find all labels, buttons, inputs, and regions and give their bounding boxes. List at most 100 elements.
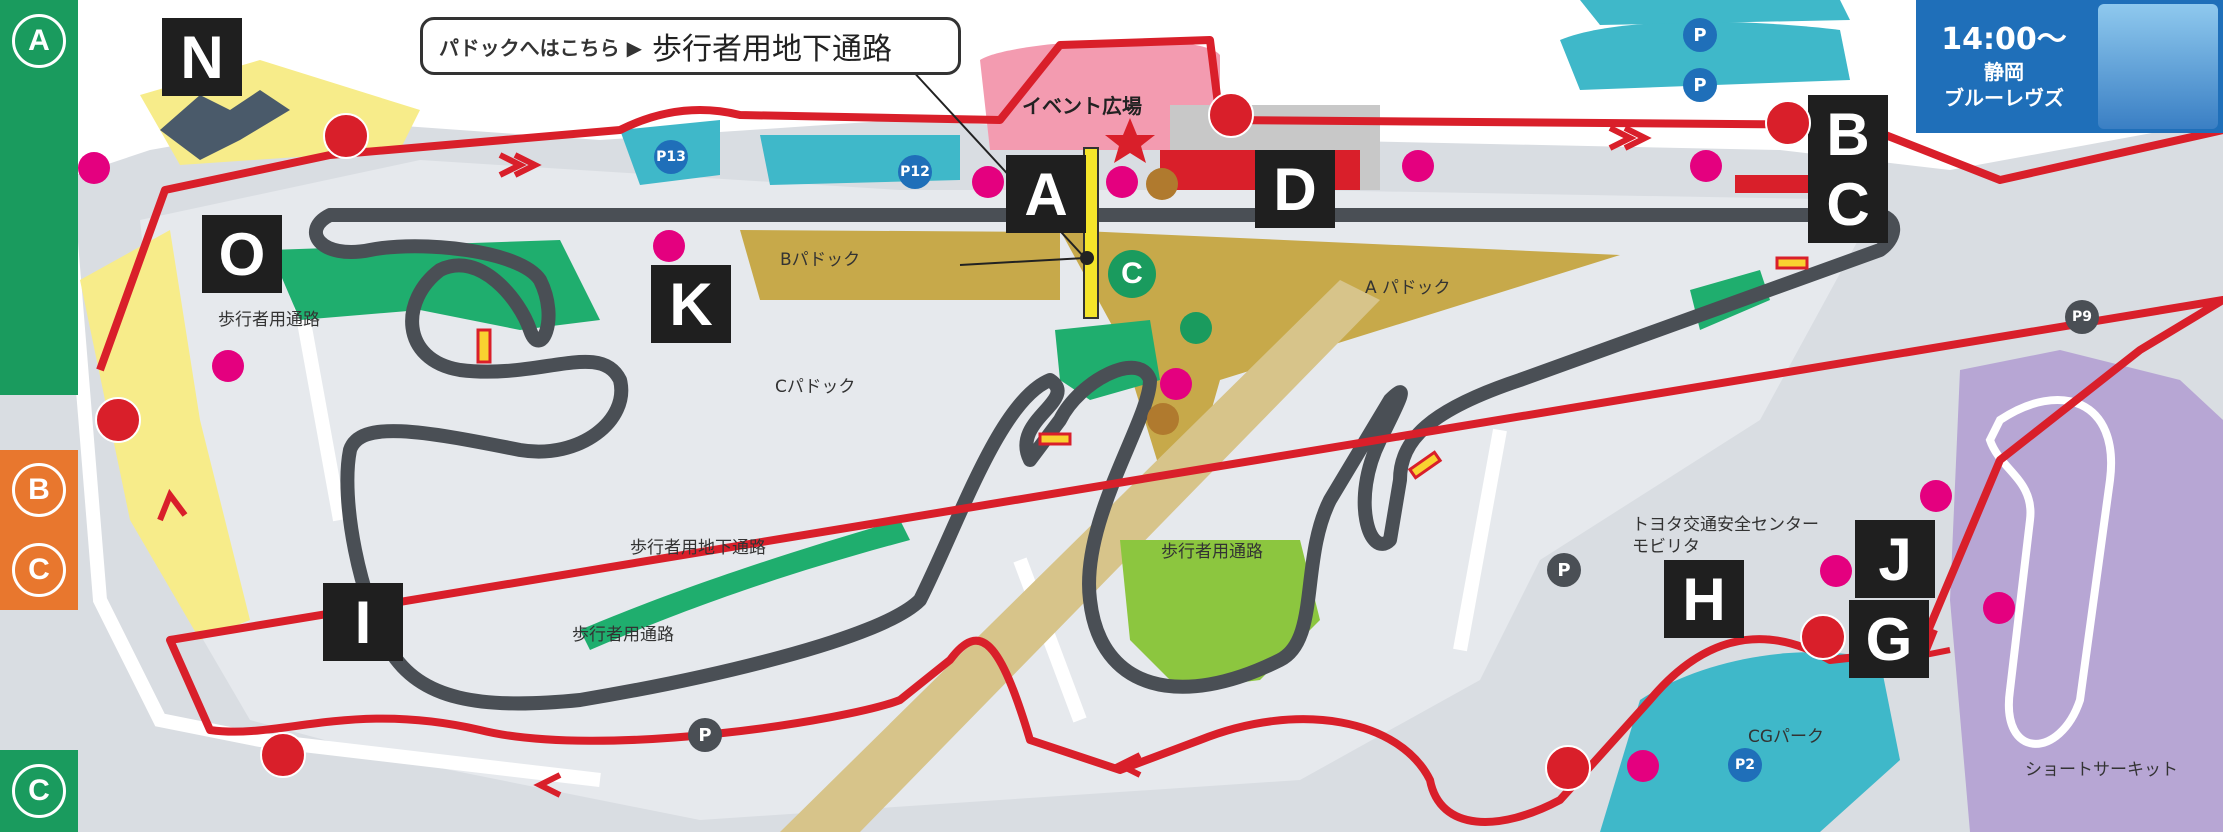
team-name-line2: ブルーレヴズ: [1944, 86, 2064, 110]
mascot-image: [2098, 4, 2218, 129]
bus-stop-icon: [260, 732, 306, 778]
restroom-icon: [1983, 592, 2015, 624]
marker-bar: [476, 328, 492, 364]
bus-stop-icon: [1545, 745, 1591, 791]
traffic-center-label-1: トヨタ交通安全センター: [1632, 515, 1819, 535]
match-info: 14:00〜 静岡 ブルーレヴズ: [1916, 0, 2223, 133]
restroom-icon: [1690, 150, 1722, 182]
paddock-direction-text: パドックへはこちら ▶: [439, 35, 642, 60]
parking-icon: P: [1683, 18, 1717, 52]
c-paddock-label: Cパドック: [775, 377, 856, 397]
underpass-callout: パドックへはこちら ▶ 歩行者用地下通路: [420, 17, 961, 75]
teal-parking-n2: [1580, 0, 1850, 25]
direction-arrow-w: [533, 772, 562, 798]
paddock-a: [1060, 230, 1620, 470]
restroom-icon: [972, 166, 1004, 198]
parking-label: P13: [656, 149, 686, 165]
parking-label: P2: [1734, 757, 1755, 773]
walkway-label-inner: 歩行者用通路: [1161, 542, 1263, 562]
gate-k[interactable]: K: [651, 265, 731, 343]
marker-bar: [1038, 432, 1072, 446]
gate-d[interactable]: D: [1255, 150, 1335, 228]
beige-road: [780, 280, 1380, 832]
tab-c-letter: C: [12, 543, 66, 597]
parking-label: P: [1693, 74, 1707, 96]
green-zone-s: [1120, 540, 1320, 690]
parking-label: P12: [900, 164, 930, 180]
parking-icon: P: [1683, 68, 1717, 102]
parking-icon: P12: [898, 155, 932, 189]
restroom-icon: [1160, 368, 1192, 400]
gate-o[interactable]: O: [202, 215, 282, 293]
star-icon: [1105, 118, 1155, 163]
gate-b[interactable]: B: [1808, 95, 1888, 173]
green-zone-4: [580, 520, 910, 650]
parking-icon: P13: [654, 140, 688, 174]
gate-i[interactable]: I: [323, 583, 403, 661]
short-circuit-track: [1985, 396, 2116, 748]
restaurant-icon: [1180, 312, 1212, 344]
gate-g[interactable]: G: [1849, 600, 1929, 678]
walkway-label-west: 歩行者用通路: [218, 310, 320, 330]
sidebar-tab-c2[interactable]: C: [0, 750, 78, 832]
traffic-center-label-2: モビリタ: [1632, 537, 1700, 557]
underpass-walkway: [1083, 147, 1099, 319]
restroom-icon: [1402, 150, 1434, 182]
cg-park-label: CGパーク: [1748, 727, 1825, 747]
white-roads: [63, 229, 1507, 787]
race-track: [309, 208, 1901, 711]
green-zone-2: [1055, 320, 1160, 400]
sidebar-tab-c[interactable]: C: [0, 530, 78, 610]
tab-c2-letter: C: [12, 764, 66, 818]
direction-arrow-s: [1113, 752, 1142, 778]
restroom-icon: [1920, 480, 1952, 512]
underpass-dot: [1080, 251, 1094, 265]
restroom-icon: [653, 230, 685, 262]
marker-bar: [1775, 256, 1809, 270]
parking-label: P: [1557, 559, 1571, 581]
bus-stop-icon: [1800, 614, 1846, 660]
restroom-icon: [1627, 750, 1659, 782]
direction-arrow-nw: [157, 488, 188, 522]
gate-j[interactable]: J: [1855, 520, 1935, 598]
sidebar-tab-a[interactable]: A: [0, 0, 78, 395]
teal-cgpark: [1600, 652, 1900, 832]
atm-icon: [1147, 403, 1179, 435]
yellow-area: [80, 230, 250, 640]
gate-n[interactable]: N: [162, 18, 242, 96]
gate-c[interactable]: C: [1808, 165, 1888, 243]
gate-h[interactable]: H: [1664, 560, 1744, 638]
parking-icon: P: [688, 718, 722, 752]
tab-b-letter: B: [12, 463, 66, 517]
restroom-icon: [1820, 555, 1852, 587]
gate-c-marker[interactable]: C: [1108, 250, 1156, 298]
red-stand-c: [1735, 175, 1825, 193]
walkway-label-underpass: 歩行者用地下通路: [630, 538, 766, 558]
inner-land: [140, 160, 1880, 820]
a-paddock-label: A パドック: [1365, 278, 1451, 298]
walkway-label-south: 歩行者用通路: [572, 625, 674, 645]
bus-stop-icon: [323, 113, 369, 159]
match-time: 14:00〜: [1941, 22, 2067, 57]
red-outer-road: [96, 36, 2223, 826]
team-name-line1: 静岡: [1984, 60, 2024, 84]
parking-label: P: [1693, 24, 1707, 46]
bus-stop-icon: [1765, 100, 1811, 146]
teal-parking-n1: [1560, 21, 1850, 90]
direction-arrow-n: [498, 152, 542, 178]
parking-icon: P: [1547, 553, 1581, 587]
purple-area: [1950, 350, 2223, 832]
restroom-icon: [78, 152, 110, 184]
atm-icon: [1146, 168, 1178, 200]
parking-label: P: [698, 724, 712, 746]
short-circuit-label: ショートサーキット: [2025, 760, 2178, 780]
bus-stop-icon: [1208, 92, 1254, 138]
bus-stop-icon: [95, 397, 141, 443]
direction-arrow-ne: [1608, 125, 1652, 151]
restroom-icon: [212, 350, 244, 382]
sidebar-tab-b[interactable]: B: [0, 450, 78, 530]
marker-bar: [1407, 450, 1443, 480]
parking-icon: P9: [2065, 300, 2099, 334]
building-n: [160, 90, 290, 160]
gate-a[interactable]: A: [1006, 155, 1086, 233]
